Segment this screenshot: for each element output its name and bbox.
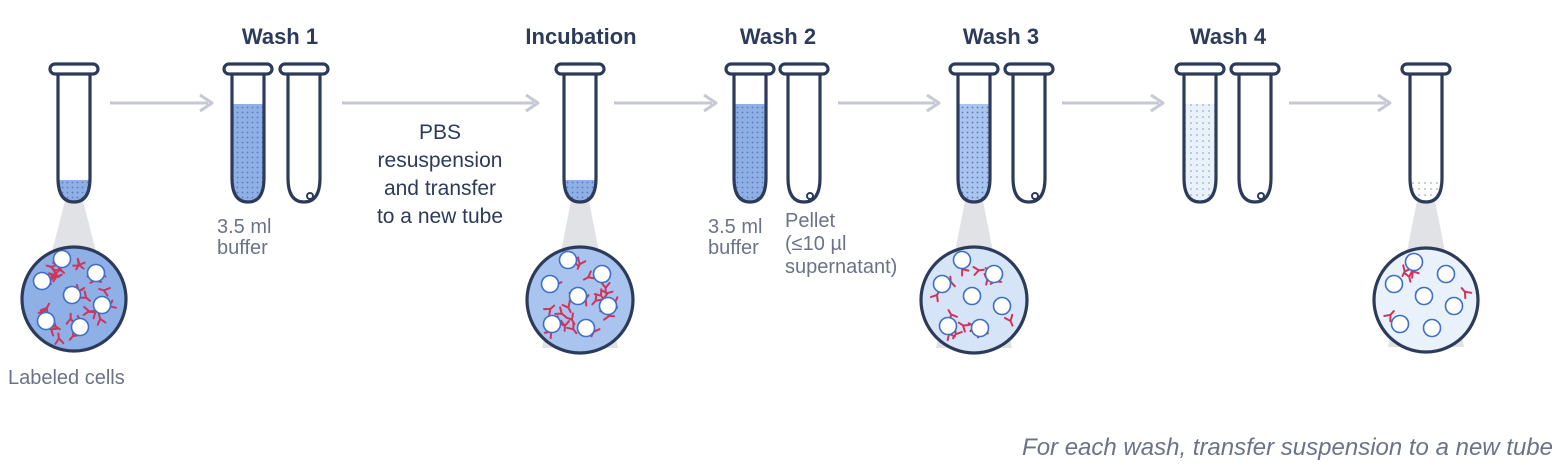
pellet-label-line3: supernatant)	[785, 256, 897, 278]
tube-wash2-buffer	[724, 62, 776, 204]
arrow-3	[614, 93, 718, 113]
pbs-label-line2: resuspension	[378, 149, 503, 172]
buffer-label-wash2-volume: 3.5 ml	[708, 216, 762, 238]
tube-wash2-pellet	[778, 62, 830, 204]
arrow-6	[1289, 93, 1392, 113]
pbs-label-line4: to a new tube	[377, 205, 503, 228]
pbs-label-line1: PBS	[419, 121, 461, 144]
process-arrows	[110, 93, 1392, 113]
footer-note: For each wash, transfer suspension to a …	[1022, 434, 1553, 461]
tube-wash4-pellet	[1229, 62, 1281, 204]
labeled-cells-label: Labeled cells	[8, 367, 125, 389]
stage-title-wash1: Wash 1	[242, 24, 318, 49]
magnified-incubation	[525, 245, 635, 355]
stage-title-wash3: Wash 3	[963, 24, 1039, 49]
pellet-label-line2: (≤10 µl	[785, 233, 846, 255]
buffer-label-wash1-volume: 3.5 ml	[217, 216, 271, 238]
magnified-views	[20, 245, 1480, 355]
magnified-labeled-cells	[20, 245, 128, 353]
arrow-1	[110, 93, 214, 113]
tube-labeled-cells	[48, 62, 100, 204]
arrow-2	[342, 93, 540, 113]
stage-title-wash2: Wash 2	[740, 24, 816, 49]
tube-wash3-buffer	[948, 62, 1000, 204]
tube-wash1-pellet	[278, 62, 330, 204]
tube-wash1-buffer	[222, 62, 274, 204]
arrow-4	[838, 93, 941, 113]
pellet-label-line1: Pellet	[785, 210, 835, 232]
magnified-wash3	[919, 245, 1029, 355]
tubes	[48, 62, 1452, 204]
tube-final	[1400, 62, 1452, 204]
buffer-label-wash1-unit: buffer	[217, 237, 268, 259]
stage-title-incubation: Incubation	[525, 24, 636, 49]
magnified-final	[1372, 246, 1480, 354]
stage-title-wash4: Wash 4	[1190, 24, 1267, 49]
pbs-label-line3: and transfer	[384, 177, 496, 200]
tube-wash3-pellet	[1003, 62, 1055, 204]
tube-incubation	[554, 62, 606, 204]
arrow-5	[1062, 93, 1165, 113]
buffer-label-wash2-unit: buffer	[708, 237, 759, 259]
tube-wash4-buffer	[1174, 62, 1226, 204]
